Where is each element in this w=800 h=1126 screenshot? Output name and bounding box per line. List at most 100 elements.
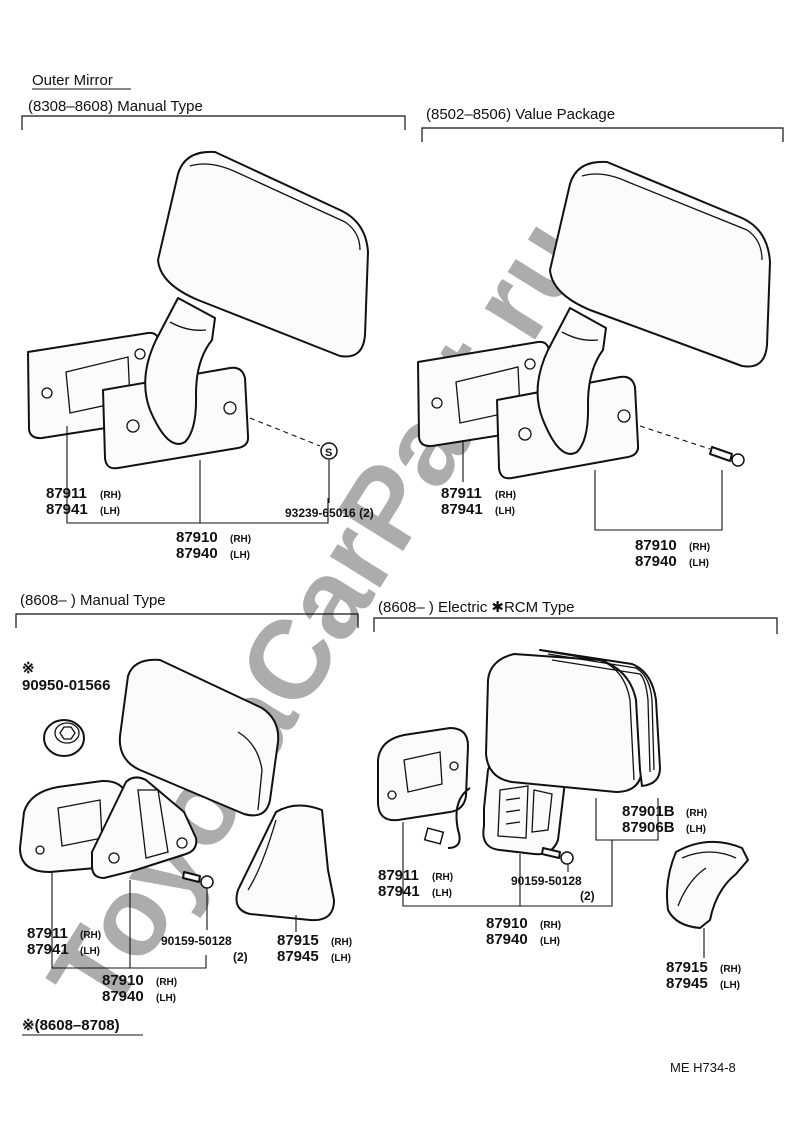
mirror-glass xyxy=(539,649,661,787)
section-header: (8502–8506) Value Package xyxy=(426,106,615,123)
label-screw: 90159-50128 (2) xyxy=(511,874,595,903)
label-mirror: 87910 (RH) 87940 (LH) xyxy=(635,537,710,570)
leader-glass xyxy=(595,798,659,841)
label-mirror: 87910 (RH) 87940 (LH) xyxy=(176,529,251,562)
svg-text:(2): (2) xyxy=(233,950,248,964)
svg-text:(LH): (LH) xyxy=(80,946,100,957)
svg-text:90159-50128: 90159-50128 xyxy=(511,874,582,888)
svg-text:S: S xyxy=(325,447,332,459)
svg-text:(LH): (LH) xyxy=(686,824,706,835)
svg-text:87941: 87941 xyxy=(441,501,483,518)
label-cover: 87915 (RH) 87945 (LH) xyxy=(666,959,741,992)
mirror-head xyxy=(485,653,643,793)
section-header: (8608– ) Electric ✱RCM Type xyxy=(378,599,575,616)
svg-text:87945: 87945 xyxy=(666,975,708,992)
svg-text:(LH): (LH) xyxy=(540,936,560,947)
svg-text:87910: 87910 xyxy=(102,972,144,989)
svg-text:87941: 87941 xyxy=(27,941,69,958)
label-screw: 90159-50128 (2) xyxy=(161,934,248,964)
screw-symbol: S xyxy=(320,442,338,460)
label-cover: 87915 (RH) 87945 (LH) xyxy=(277,932,352,965)
svg-text:87941: 87941 xyxy=(378,883,420,900)
svg-text:87940: 87940 xyxy=(102,988,144,1005)
svg-text:87901B: 87901B xyxy=(622,803,675,820)
svg-text:(RH): (RH) xyxy=(720,964,741,975)
label-mirror: 87910 (RH) 87940 (LH) xyxy=(486,915,561,948)
svg-text:(LH): (LH) xyxy=(432,888,452,899)
label-gasket: 87911 (RH) 87941 (LH) xyxy=(441,485,516,518)
svg-text:(LH): (LH) xyxy=(156,993,176,1004)
svg-text:(RH): (RH) xyxy=(432,872,453,883)
svg-text:90159-50128: 90159-50128 xyxy=(161,934,232,948)
mirror-stem xyxy=(144,297,216,445)
leader-gasket-mirror xyxy=(402,822,613,907)
mirror-head xyxy=(118,658,280,817)
mirror-cover xyxy=(235,804,335,922)
label-screw: 93239-65016 (2) xyxy=(285,506,374,520)
section-header: (8608– ) Manual Type xyxy=(20,592,166,609)
svg-text:(RH): (RH) xyxy=(230,534,251,545)
page-title: Outer Mirror xyxy=(32,72,113,89)
svg-text:87910: 87910 xyxy=(176,529,218,546)
svg-text:87945: 87945 xyxy=(277,948,319,965)
svg-text:87941: 87941 xyxy=(46,501,88,518)
mirror-head xyxy=(157,150,369,358)
svg-text:87911: 87911 xyxy=(378,867,419,884)
svg-text:87906B: 87906B xyxy=(622,819,675,836)
mirror-base-plate xyxy=(91,776,198,879)
page-code: ME H734-8 xyxy=(670,1060,736,1075)
svg-text:(RH): (RH) xyxy=(156,977,177,988)
svg-text:87915: 87915 xyxy=(277,932,319,949)
svg-text:(RH): (RH) xyxy=(80,930,101,941)
svg-text:(LH): (LH) xyxy=(689,558,709,569)
leader-gasket-mirror xyxy=(51,872,207,969)
section-bracket xyxy=(421,127,784,142)
section-electric-rcm-type: (8608– ) Electric ✱RCM Type xyxy=(373,599,778,992)
screw xyxy=(541,847,574,865)
screw xyxy=(709,446,745,467)
svg-text:(LH): (LH) xyxy=(495,506,515,517)
label-bushing: 90950-01566 xyxy=(22,677,110,694)
svg-text:(RH): (RH) xyxy=(495,490,516,501)
section-bracket xyxy=(21,115,406,130)
svg-text:(RH): (RH) xyxy=(686,808,707,819)
screw-dash-line xyxy=(639,425,711,450)
svg-text:(RH): (RH) xyxy=(331,937,352,948)
section-header: (8308–8608) Manual Type xyxy=(28,98,203,115)
svg-text:87940: 87940 xyxy=(176,545,218,562)
svg-text:(RH): (RH) xyxy=(100,490,121,501)
leader-gasket-mirror xyxy=(66,426,329,524)
svg-text:87940: 87940 xyxy=(635,553,677,570)
label-gasket: 87911 (RH) 87941 (LH) xyxy=(46,485,121,518)
svg-text:87940: 87940 xyxy=(486,931,528,948)
bushing xyxy=(43,719,85,757)
svg-text:87915: 87915 xyxy=(666,959,708,976)
svg-text:87910: 87910 xyxy=(635,537,677,554)
svg-text:(RH): (RH) xyxy=(689,542,710,553)
section-bracket xyxy=(15,613,359,628)
svg-text:87910: 87910 xyxy=(486,915,528,932)
svg-text:(RH): (RH) xyxy=(540,920,561,931)
svg-text:(2): (2) xyxy=(580,889,595,903)
svg-text:(LH): (LH) xyxy=(331,953,351,964)
section-value-package: (8502–8506) Value Package xyxy=(417,106,784,570)
section-bracket xyxy=(373,617,778,634)
mirror-head xyxy=(549,160,771,368)
svg-text:93239-65016 (2): 93239-65016 (2) xyxy=(285,506,374,520)
label-mirror: 87910 (RH) 87940 (LH) xyxy=(102,972,177,1005)
svg-text:(LH): (LH) xyxy=(100,506,120,517)
bushing-mark: ※ xyxy=(22,660,35,677)
screw-dash-line xyxy=(249,417,321,447)
label-glass: 87901B (RH) 87906B (LH) xyxy=(622,803,707,836)
svg-text:87911: 87911 xyxy=(46,485,87,502)
section-manual-type-8608: (8608– ) Manual Type ※ 90950-01566 xyxy=(15,592,359,1005)
label-gasket: 87911 (RH) 87941 (LH) xyxy=(378,867,453,900)
label-gasket: 87911 (RH) 87941 (LH) xyxy=(27,925,101,958)
leader-mirror xyxy=(594,470,723,531)
footnote: ※(8608–8708) xyxy=(22,1017,120,1034)
svg-text:(LH): (LH) xyxy=(230,550,250,561)
screw xyxy=(182,871,214,889)
mirror-cover xyxy=(666,840,749,929)
svg-text:87911: 87911 xyxy=(441,485,482,502)
svg-text:(LH): (LH) xyxy=(720,980,740,991)
